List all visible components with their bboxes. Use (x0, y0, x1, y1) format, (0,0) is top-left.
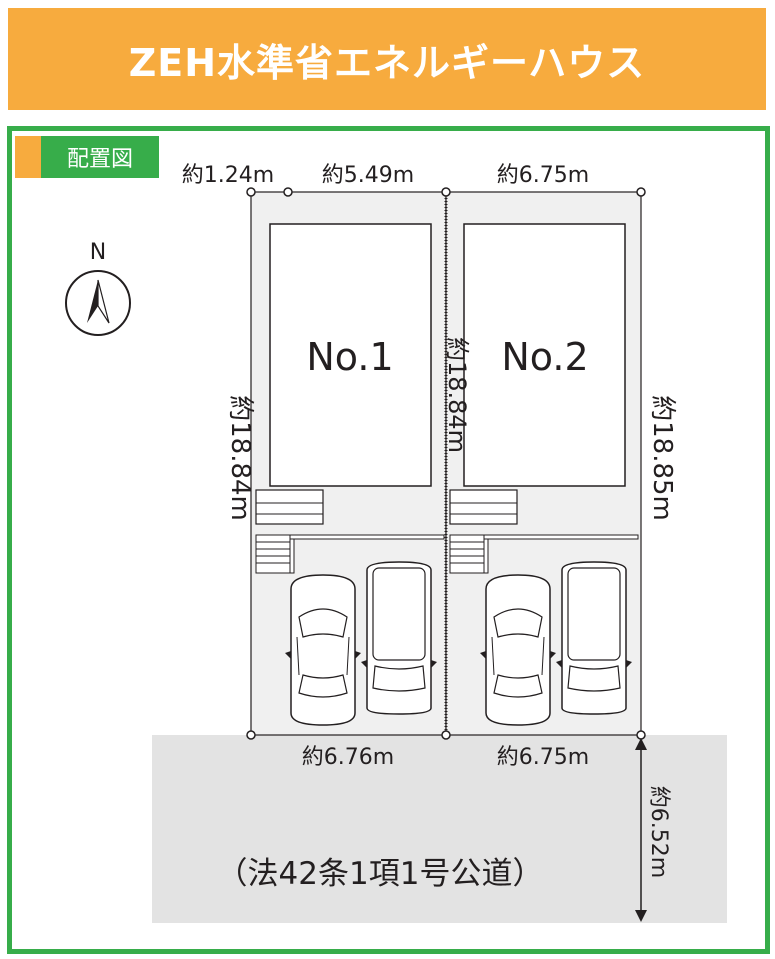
road-label: （法42条1項1号公道） (217, 856, 544, 892)
dim-top-left-setback: 約1.24m (182, 163, 274, 188)
dim-top-lot1-rear: 約5.49m (322, 163, 414, 188)
car-sedan-lot2 (479, 574, 557, 726)
public-road (152, 735, 727, 923)
road-width-arrow (635, 738, 647, 922)
steps-lot1 (255, 534, 445, 574)
page-title: ZEH水準省エネルギーハウス (128, 40, 646, 85)
house-no1 (269, 223, 432, 487)
dim-top-lot2-rear: 約6.75m (497, 163, 589, 188)
car-wagon-lot2 (555, 561, 633, 715)
dim-front-lot2: 約6.75m (497, 745, 589, 770)
section-tab-accent (15, 136, 41, 178)
steps-lot2 (449, 534, 639, 574)
dim-road-width: 約6.52m (646, 786, 671, 878)
compass-north-label: N (90, 240, 106, 265)
car-sedan-lot1 (284, 574, 362, 726)
survey-points (246, 187, 646, 740)
section-tab: 配置図 (41, 136, 159, 178)
dim-center-depth-lot2: 約18.84m (443, 337, 471, 453)
dim-front-lot1: 約6.76m (302, 745, 394, 770)
car-wagon-lot1 (360, 561, 438, 715)
lot-2-label: No.2 (501, 335, 588, 379)
dim-right-depth: 約18.85m (647, 395, 677, 521)
header-banner: ZEH水準省エネルギーハウス (8, 8, 766, 110)
north-compass-icon (65, 270, 131, 336)
porch-lot2 (449, 489, 518, 525)
lot-1-label: No.1 (306, 335, 393, 379)
dim-left-depth-lot1: 約18.84m (225, 395, 255, 521)
site-plan-frame (7, 126, 770, 954)
house-no2 (463, 223, 626, 487)
porch-lot1 (255, 489, 324, 525)
